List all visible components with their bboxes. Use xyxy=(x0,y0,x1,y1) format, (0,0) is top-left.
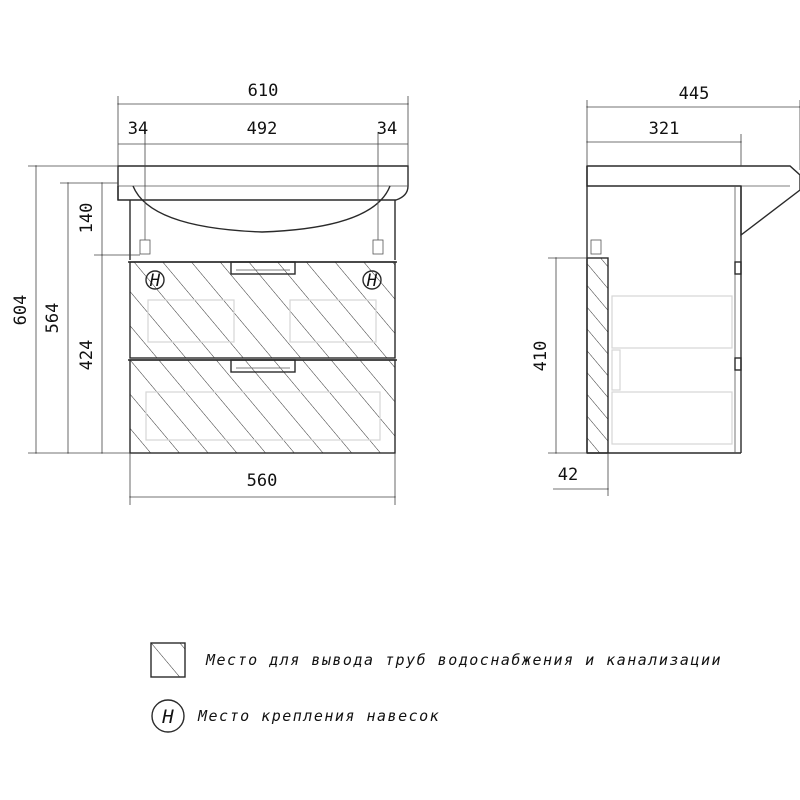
dimension-hole-row: 34 492 34 xyxy=(118,119,408,186)
dim-side-offset-right: 34 xyxy=(377,119,397,139)
dimension-overall-width: 610 xyxy=(117,81,409,166)
hanger-marker-left-letter: H xyxy=(149,271,161,291)
dim-overall-height: 604 xyxy=(11,295,31,326)
legend-hanger-letter: H xyxy=(161,706,174,728)
hatch-swatch-icon xyxy=(150,642,186,678)
dimension-side-overall-depth: 445 xyxy=(586,84,800,170)
legend-pipe-outlet-label: Место для вывода труб водоснабжения и ка… xyxy=(206,651,723,669)
dim-side-offset-left: 34 xyxy=(128,119,148,139)
dim-pipe-zone-depth: 42 xyxy=(558,465,578,485)
legend-hanger: H Место крепления навесок xyxy=(150,694,790,738)
front-drawer-lower xyxy=(128,359,397,454)
front-countertop xyxy=(117,165,409,233)
side-body xyxy=(586,165,800,454)
hanger-circle-icon: H xyxy=(151,699,185,733)
dim-cabinet-depth: 321 xyxy=(649,119,680,139)
hanger-marker-right xyxy=(362,270,382,290)
dim-drawers-height: 424 xyxy=(77,340,97,371)
dimension-cabinet-width: 560 xyxy=(129,453,396,505)
legend-pipe-outlet: Место для вывода труб водоснабжения и ка… xyxy=(150,638,790,682)
front-view: H H 610 34 492 34 xyxy=(11,81,409,505)
dimension-heights: 604 564 140 424 xyxy=(11,165,140,454)
legend-hanger-label: Место крепления навесок xyxy=(198,707,441,725)
dimension-side-pipe-zone: 410 42 xyxy=(531,257,609,496)
dim-cabinet-height: 564 xyxy=(43,303,63,334)
front-cabinet-upper xyxy=(129,186,396,260)
dim-overall-width: 610 xyxy=(248,81,279,101)
dim-overall-depth: 445 xyxy=(679,84,710,104)
hanger-marker-left xyxy=(145,270,165,290)
dimension-side-cabinet-depth: 321 xyxy=(586,119,742,166)
dim-pipe-zone-height: 410 xyxy=(531,341,551,372)
dim-cabinet-width: 560 xyxy=(247,471,278,491)
dim-top-section-height: 140 xyxy=(77,203,97,234)
side-view: 445 321 410 42 xyxy=(531,84,800,496)
dim-hole-spacing: 492 xyxy=(247,119,278,139)
hanger-marker-right-letter: H xyxy=(366,271,378,291)
front-drawer-upper: H H xyxy=(128,261,397,359)
